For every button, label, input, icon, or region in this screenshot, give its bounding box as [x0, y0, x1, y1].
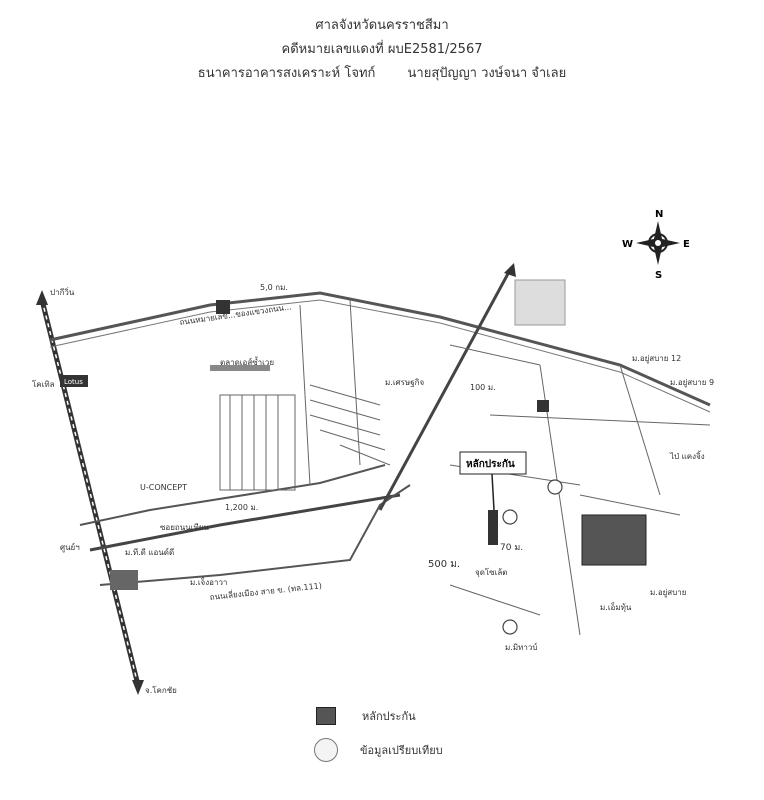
label-market: ตลาดเอส์ซ้ำเวย — [220, 356, 274, 367]
label-mid2: จุดโซเล้ต — [475, 567, 507, 577]
label-mid4: ม.เอ็มทุ้น — [600, 602, 632, 612]
label-ucon: U-CONCEPT — [140, 483, 187, 492]
label-lotus: Lotus — [64, 378, 83, 386]
defendant: นายสุปัญญา วงษ์จนา จำเลย — [407, 66, 567, 81]
label-right3: ไป่ แคงจิ้ง — [669, 450, 705, 461]
arrow-up-icon — [36, 290, 48, 305]
label-left2: ศูนย์ฯ — [60, 542, 80, 553]
label-dist-70: 70 ม. — [500, 543, 523, 553]
document-header: ศาลจังหวัดนครราชสีมา คดีหมายเลขแดงที่ ผบ… — [0, 14, 764, 86]
label-mid1: ม.เศรษฐกิจ — [385, 378, 424, 387]
label-bottom: จ.โคกชัย — [145, 685, 177, 695]
label-road-mid: ซอยถนนเทียน — [160, 523, 209, 532]
map-legend: หลักประกัน ข้อมูลเปรียบเทียบ — [312, 703, 443, 771]
legend-collateral: หลักประกัน — [312, 703, 443, 729]
road-bottom — [89, 493, 401, 552]
comparison-points — [502, 479, 563, 635]
label-dist-500: 500 ม. — [428, 559, 460, 570]
collateral-swatch-icon — [316, 707, 336, 725]
collateral-callout-label: หลักประกัน — [466, 458, 515, 470]
comparison-point-3 — [502, 619, 518, 635]
court-name: ศาลจังหวัดนครราชสีมา — [315, 18, 449, 33]
road-diagonal — [378, 269, 512, 511]
legend-comparison-label: ข้อมูลเปรียบเทียบ — [360, 744, 443, 757]
road-top — [49, 291, 711, 407]
label-place-left: ม.ที.ดี แอนด์ดี — [125, 547, 174, 557]
comparison-circle-icon — [314, 738, 338, 762]
label-mid6: ม.เจ็งอาวา — [190, 577, 227, 587]
legend-comparison: ข้อมูลเปรียบเทียบ — [312, 737, 443, 763]
plaintiff: ธนาคารอาคารสงเคราะห์ โจทก์ — [197, 66, 376, 81]
compass-n: N — [655, 209, 663, 220]
road-top-edge — [49, 299, 711, 413]
comparison-point-2 — [547, 479, 563, 495]
label-right1: ม.อยู่สบาย 12 — [632, 354, 681, 364]
collateral-callout — [459, 451, 527, 475]
case-number: คดีหมายเลขแดงที่ ผบE2581/2567 — [281, 42, 483, 57]
road-mid — [79, 464, 386, 526]
label-mid3: ม.มิทาวบ์ — [505, 642, 537, 652]
label-dist-1200: 1,200 ม. — [225, 503, 258, 512]
collateral-marker — [488, 510, 498, 545]
compass-s: S — [655, 270, 662, 281]
building-icons — [60, 300, 549, 590]
speckled-area — [514, 279, 566, 326]
road-bottom-2 — [99, 484, 411, 586]
arrow-down-icon — [132, 680, 144, 695]
location-map: N S E W — [20, 165, 750, 700]
legend-collateral-label: หลักประกัน — [362, 710, 416, 723]
compass-rose-icon: N S E W — [622, 209, 690, 281]
map-svg: N S E W — [32, 209, 714, 695]
label-dist-50: 5,0 กม. — [260, 283, 288, 292]
compass-e: E — [683, 239, 690, 250]
label-left1: โคเทิล — [32, 379, 55, 389]
collateral-plot — [581, 514, 647, 566]
label-topleft: ปากีวิ่น — [50, 286, 75, 297]
comparison-point-1 — [502, 509, 518, 525]
compass-w: W — [622, 239, 633, 250]
arrow-ne-icon — [504, 263, 516, 277]
label-dist-100: 100 ม. — [470, 383, 496, 392]
subdivision-blocks — [219, 299, 711, 636]
highway-left — [39, 299, 141, 686]
parties-line: ธนาคารอาคารสงเคราะห์ โจทก์ นายสุปัญญา วง… — [0, 62, 764, 86]
label-right2: ม.อยู่สบาย 9 — [670, 378, 714, 388]
label-mid5: ม.อยู่สบาย — [650, 588, 686, 598]
